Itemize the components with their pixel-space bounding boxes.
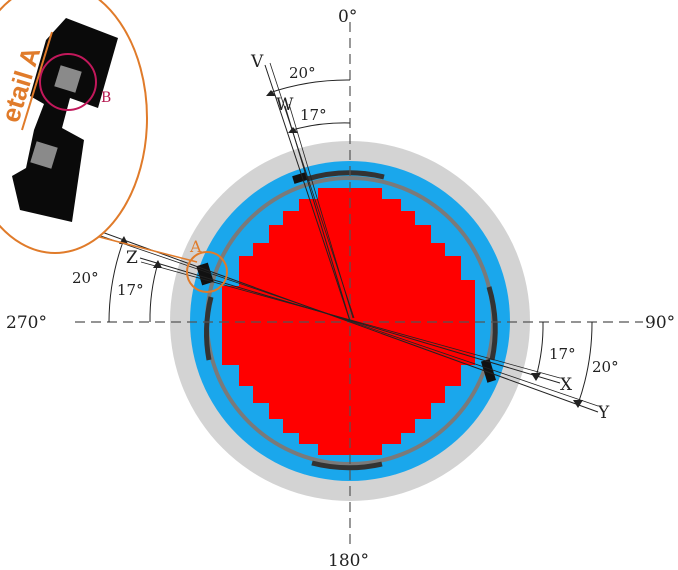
arrow-x	[531, 373, 541, 381]
arrow-v	[266, 90, 276, 96]
line-u-y-parallel	[100, 235, 599, 407]
angle-label-0: 0°	[338, 7, 357, 27]
angle-arc-v	[268, 79, 351, 94]
arrow-y	[573, 400, 583, 408]
angle-label-180: 180°	[328, 551, 369, 570]
line-u-y	[98, 230, 599, 413]
angle-arc-u	[108, 238, 125, 323]
angle-label-270: 270°	[6, 313, 47, 333]
angle-label-90: 90°	[645, 313, 675, 333]
detail-a-sample-lower	[30, 141, 58, 169]
capsule-right	[480, 359, 496, 383]
angle-arc-w	[291, 122, 351, 131]
detail-a-marker-circle	[186, 251, 228, 293]
angle-arc-y	[577, 321, 593, 405]
line-label-y: Y	[597, 403, 610, 423]
detail-b-marker-label: B	[101, 90, 111, 106]
angle-arc-x	[535, 321, 544, 378]
line-label-v: V	[250, 52, 264, 72]
shield-arc-left	[204, 296, 214, 361]
detail-a-sample-upper	[54, 65, 82, 93]
line-z-x	[139, 257, 561, 384]
shield-arc-bottom	[311, 460, 383, 471]
line-z-x-parallel	[140, 261, 561, 379]
shield-arc-top	[306, 170, 385, 182]
angle-value-z: 17°	[117, 281, 144, 299]
detail-a-marker-label: A	[189, 237, 202, 256]
angle-value-v: 20°	[289, 64, 316, 82]
line-w-parallel	[288, 103, 354, 319]
angle-value-x: 17°	[549, 345, 576, 363]
arrow-w	[288, 127, 298, 133]
detail-a-title-underline	[21, 31, 53, 131]
arrow-z	[153, 260, 162, 268]
detail-a-capsule	[12, 18, 118, 222]
line-v	[264, 64, 351, 322]
line-label-x: X	[560, 375, 573, 395]
angle-arc-z	[149, 262, 159, 323]
line-label-z: Z	[126, 248, 138, 268]
angle-value-w: 17°	[300, 106, 327, 124]
angle-value-u: 20°	[72, 269, 99, 287]
line-w	[284, 105, 351, 322]
detail-b-marker-circle	[39, 53, 97, 111]
shield-arc-right	[486, 286, 498, 361]
line-label-w: W	[276, 95, 294, 115]
angle-value-y: 20°	[592, 358, 619, 376]
